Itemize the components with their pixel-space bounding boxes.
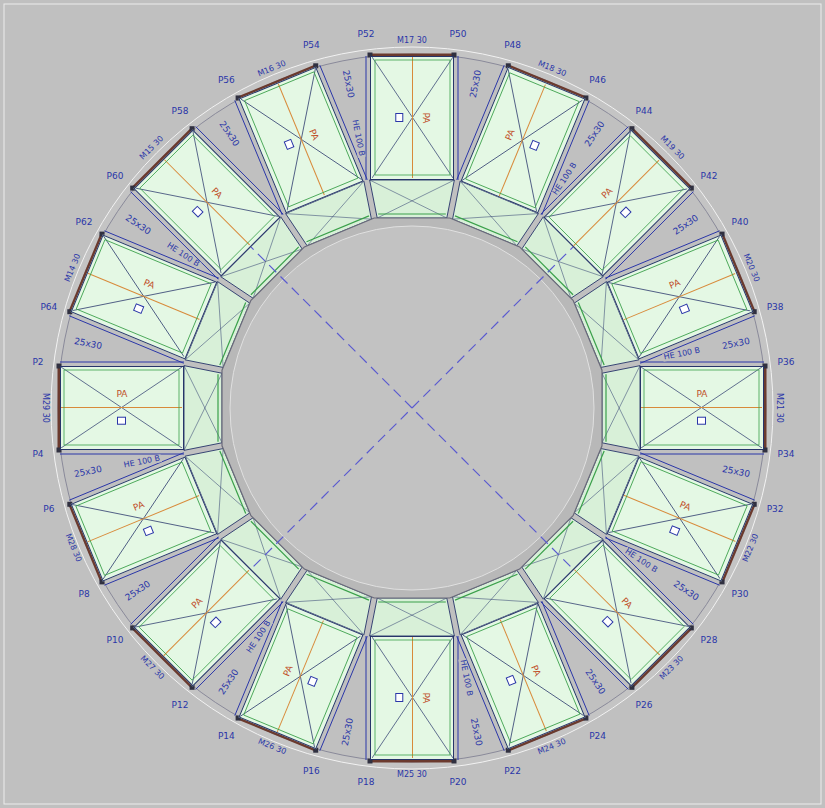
panel-code: PA xyxy=(307,127,320,142)
radial-beam xyxy=(366,56,458,180)
column-label: P24 xyxy=(588,731,607,740)
column-label: P8 xyxy=(77,589,90,598)
panel-lines xyxy=(372,637,453,758)
panel-code: PA xyxy=(209,185,225,201)
column-label: P36 xyxy=(777,358,796,367)
panel-code: PA xyxy=(422,691,431,704)
inner-slab xyxy=(184,366,222,451)
dashed-cross xyxy=(235,231,589,585)
column-label: P56 xyxy=(217,76,236,85)
panel-code: PA xyxy=(281,663,294,678)
panel-code: PA xyxy=(422,111,431,124)
column-label: P58 xyxy=(171,107,190,116)
column-label: P52 xyxy=(357,30,376,39)
slab-panel: PA xyxy=(370,56,454,180)
panel-lines xyxy=(372,57,453,178)
column-label: P26 xyxy=(634,700,653,709)
slab-diagonal xyxy=(184,366,222,451)
panel-lines xyxy=(641,367,762,448)
column-label: P44 xyxy=(634,107,653,116)
radial-beam xyxy=(366,636,458,760)
edge-beam-label: M29 30 xyxy=(41,392,49,424)
frame xyxy=(4,4,821,804)
slab-diagonal xyxy=(370,598,455,636)
inner-void xyxy=(230,226,594,590)
panel-code: PA xyxy=(599,185,615,201)
column-label: P28 xyxy=(700,635,719,644)
inner-slab xyxy=(370,598,455,636)
panel-code: PA xyxy=(529,663,542,678)
column-label: P10 xyxy=(106,635,125,644)
panel-code: PA xyxy=(131,499,146,512)
column-label: P40 xyxy=(730,218,749,227)
panel-code: PA xyxy=(115,390,128,399)
column-label: P48 xyxy=(503,40,522,49)
inner-slab xyxy=(370,180,455,218)
inner-polygon xyxy=(222,218,602,598)
green-edge xyxy=(378,601,446,602)
green-edge xyxy=(605,374,606,442)
panel-lines xyxy=(61,367,182,448)
radial-beam xyxy=(60,362,184,454)
outer-ring xyxy=(51,47,773,769)
column-label: P32 xyxy=(766,504,785,513)
slab-diagonal xyxy=(602,366,640,451)
inner-slab xyxy=(602,366,640,451)
column-label: P42 xyxy=(700,172,719,181)
panel-code: PA xyxy=(142,277,157,290)
column-label: P64 xyxy=(39,303,58,312)
column-label: P12 xyxy=(171,700,190,709)
edge-beam-label: M17 30 xyxy=(396,37,428,45)
column-label: P54 xyxy=(302,40,321,49)
radial-beam xyxy=(640,362,764,454)
panel-code: PA xyxy=(189,595,205,611)
column-label: P14 xyxy=(217,731,236,740)
column-label: P62 xyxy=(75,218,94,227)
column-label: P34 xyxy=(777,450,796,459)
column-label: P2 xyxy=(31,358,44,367)
green-edge xyxy=(378,213,446,214)
slab-panel: PA xyxy=(60,366,184,450)
edge-beam-label: M21 30 xyxy=(775,392,783,424)
column-label: P18 xyxy=(357,778,376,787)
green-edge xyxy=(217,374,218,442)
column-label: P60 xyxy=(106,172,125,181)
column-label: P30 xyxy=(730,589,749,598)
slab-panel: PA xyxy=(370,636,454,760)
panel-code: PA xyxy=(678,499,693,512)
panel-code: PA xyxy=(503,127,516,142)
edge-beam-label: M25 30 xyxy=(396,771,428,779)
column-label: P16 xyxy=(302,767,321,776)
slab-diagonal xyxy=(370,180,455,218)
panel-code: PA xyxy=(619,595,635,611)
column-label: P38 xyxy=(766,303,785,312)
column-label: P6 xyxy=(42,504,55,513)
column-label: P46 xyxy=(588,76,607,85)
slab-panel: PA xyxy=(640,366,764,450)
column-label: P50 xyxy=(449,30,468,39)
column-label: P20 xyxy=(449,778,468,787)
panel-code: PA xyxy=(667,277,682,290)
column-label: P22 xyxy=(503,767,522,776)
column-label: P4 xyxy=(31,450,44,459)
ring-edge xyxy=(58,54,766,762)
panel-code: PA xyxy=(695,390,708,399)
